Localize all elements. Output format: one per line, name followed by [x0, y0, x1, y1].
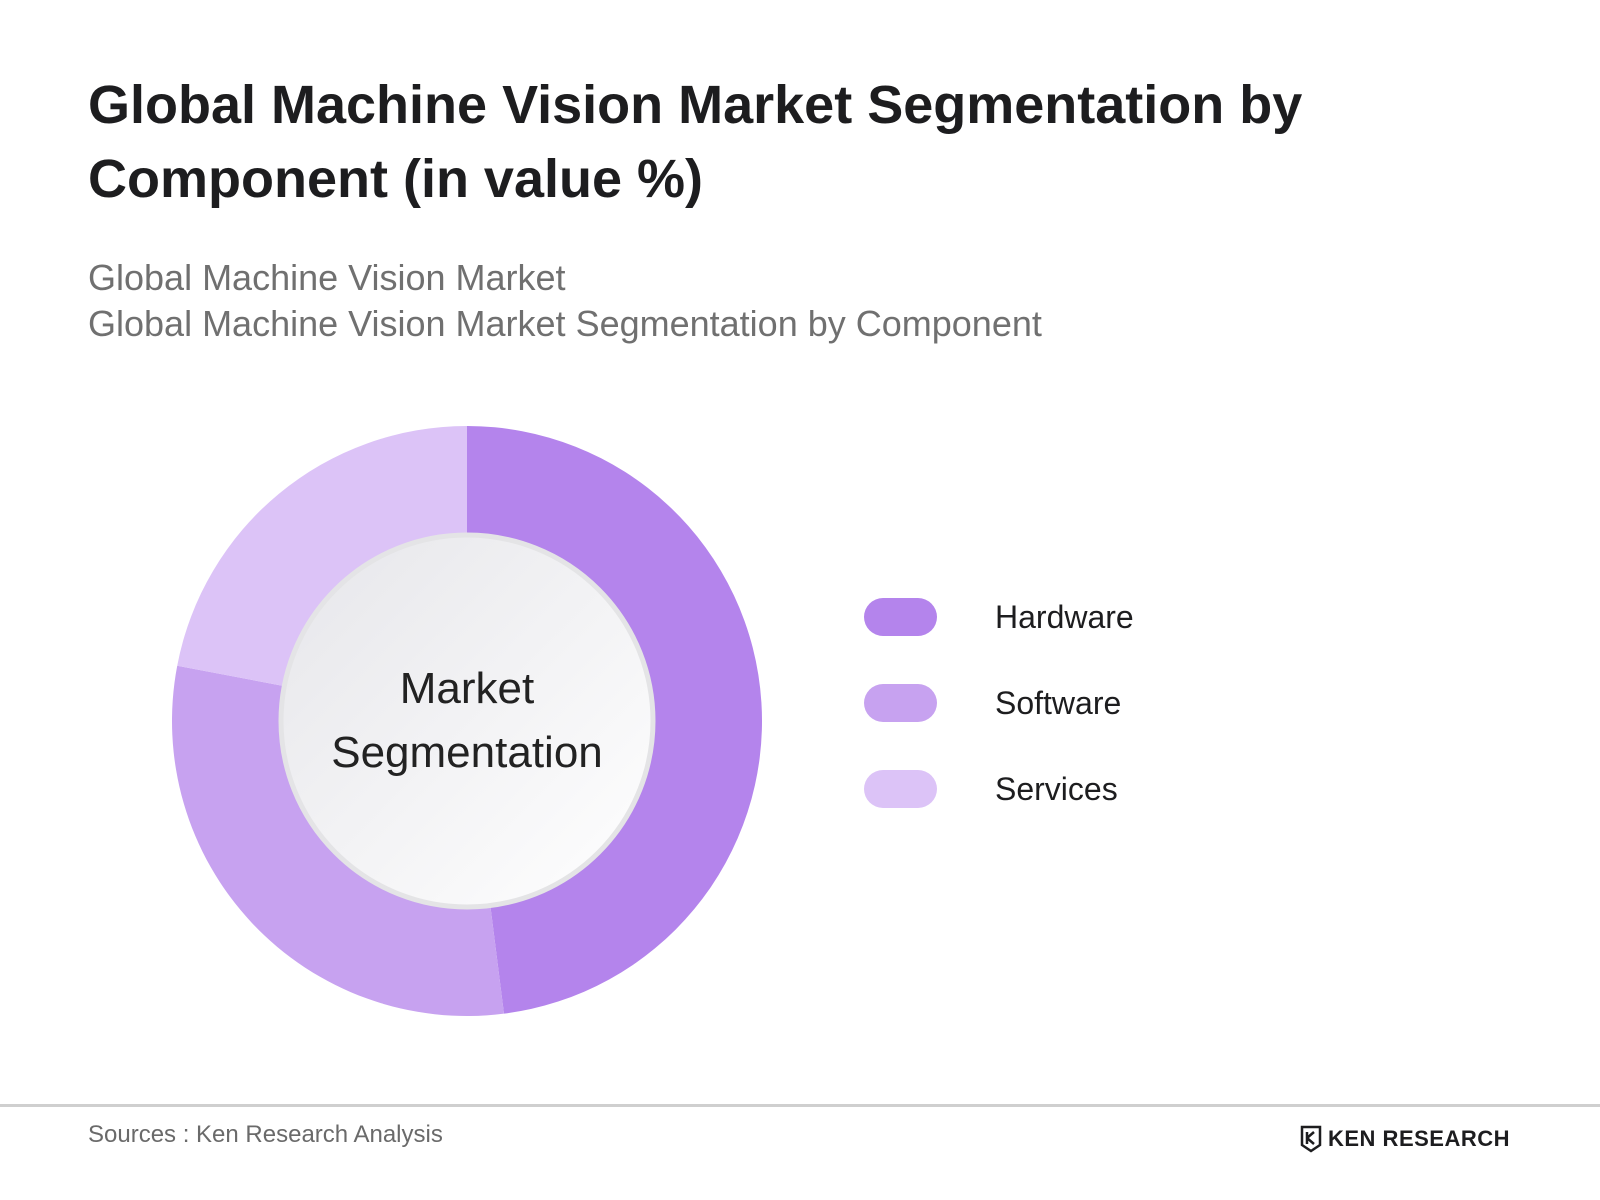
center-label-line-2: Segmentation — [331, 728, 603, 777]
legend-label: Hardware — [995, 598, 1134, 635]
slice-services — [177, 426, 467, 688]
legend-label: Services — [995, 770, 1118, 807]
ken-research-logo-icon — [1300, 1125, 1322, 1153]
legend-item-services: Services — [864, 770, 1134, 808]
page-title: Global Machine Vision Market Segmentatio… — [88, 75, 1303, 209]
legend-item-hardware: Hardware — [864, 598, 1134, 636]
donut-center-label: Market Segmentation — [281, 535, 653, 907]
center-label-line-1: Market — [399, 664, 535, 713]
legend-item-software: Software — [864, 684, 1134, 722]
slice-software — [171, 665, 504, 1016]
legend-swatch — [864, 598, 937, 636]
legend-swatch — [864, 770, 937, 808]
slice-hardware — [467, 426, 762, 1014]
brand-name: KEN RESEARCH — [1328, 1126, 1511, 1151]
source-note: Sources : Ken Research Analysis — [88, 1121, 443, 1148]
donut-center-disc — [278, 532, 656, 910]
footer-divider — [0, 1104, 1600, 1107]
donut-chart — [171, 426, 762, 1016]
legend-label: Software — [995, 684, 1122, 721]
chart-subtitle: Global Machine Vision Market Global Mach… — [88, 255, 1042, 347]
chart-slices — [171, 426, 762, 1016]
subtitle-line-1: Global Machine Vision Market — [88, 257, 566, 298]
brand-mark: KEN RESEARCH — [1300, 1124, 1510, 1154]
legend-swatch — [864, 684, 937, 722]
subtitle-line-2: Global Machine Vision Market Segmentatio… — [88, 303, 1042, 344]
